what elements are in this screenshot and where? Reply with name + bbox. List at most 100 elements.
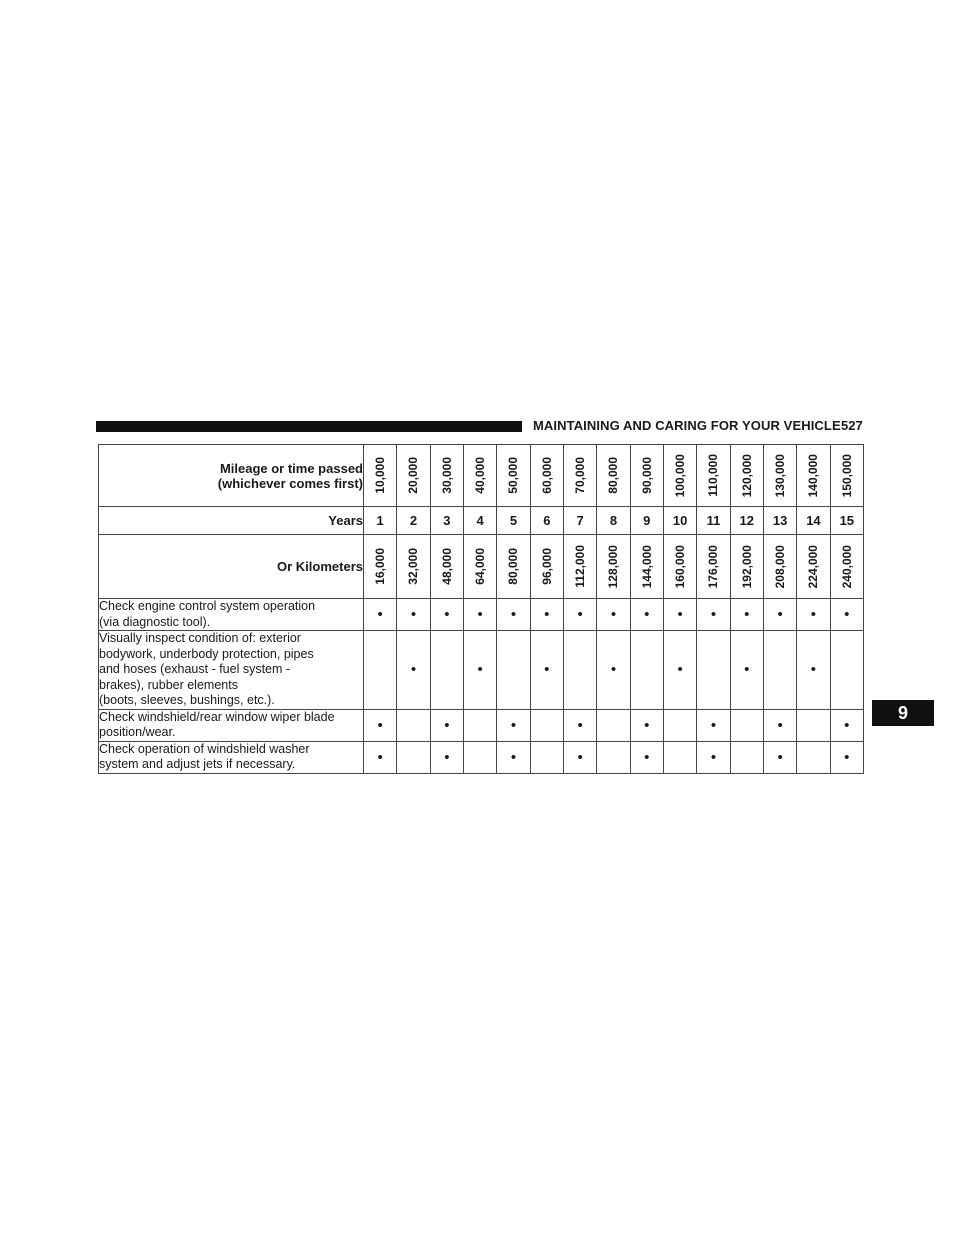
mileage-value: 90,000 [639, 457, 654, 494]
mileage-value: 20,000 [406, 457, 421, 494]
mileage-cell: 90,000 [629, 444, 664, 507]
mileage-value: 30,000 [439, 457, 454, 494]
kilometers-cell: 160,000 [662, 534, 698, 599]
year-value: 3 [429, 506, 464, 535]
mileage-cell: 20,000 [396, 444, 431, 507]
kilometers-value: 96,000 [539, 548, 554, 585]
task-description-line: position/wear. [99, 725, 176, 739]
mileage-cell: 60,000 [529, 444, 564, 507]
kilometers-cell: 112,000 [562, 534, 598, 599]
section-title: MAINTAINING AND CARING FOR YOUR VEHICLE [533, 418, 841, 433]
empty-cell [496, 630, 531, 710]
service-dot: • [829, 708, 865, 742]
year-value: 2 [396, 506, 431, 535]
mileage-cell: 130,000 [762, 444, 798, 507]
service-dot: • [696, 598, 731, 631]
empty-cell [429, 630, 464, 710]
kilometers-cell: 80,000 [496, 534, 531, 599]
service-dot: • [496, 740, 531, 774]
mileage-cell: 40,000 [462, 444, 498, 507]
mileage-value: 60,000 [539, 457, 554, 494]
kilometers-value: 160,000 [673, 544, 688, 589]
task-description-line: Check operation of windshield washer [99, 741, 310, 756]
service-dot: • [362, 708, 398, 742]
kilometers-label: Or Kilometers [98, 534, 364, 599]
service-dot: • [529, 598, 564, 631]
year-value: 7 [562, 506, 598, 535]
task-description: Check engine control system operation(vi… [98, 598, 364, 631]
empty-cell [396, 740, 431, 774]
year-value: 11 [696, 506, 731, 535]
mileage-cell: 30,000 [429, 444, 464, 507]
task-description-line: Visually inspect condition of: exterior [99, 631, 301, 645]
mileage-value: 150,000 [839, 453, 854, 498]
kilometers-value: 240,000 [839, 544, 854, 589]
empty-cell [662, 740, 698, 774]
mileage-cell: 120,000 [729, 444, 764, 507]
task-description-line: bodywork, underbody protection, pipes [99, 646, 314, 661]
chapter-tab: 9 [872, 700, 934, 726]
mileage-cell: 140,000 [796, 444, 831, 507]
kilometers-value: 192,000 [739, 544, 754, 589]
service-dot: • [629, 740, 664, 774]
task-description: Check windshield/rear window wiper blade… [98, 708, 364, 742]
service-dot: • [396, 598, 431, 631]
empty-cell [729, 708, 764, 742]
empty-cell [629, 630, 664, 710]
service-dot: • [829, 740, 865, 774]
kilometers-cell: 64,000 [462, 534, 498, 599]
service-dot: • [562, 740, 598, 774]
service-dot: • [362, 598, 398, 631]
mileage-cell: 150,000 [829, 444, 865, 507]
year-value: 12 [729, 506, 764, 535]
task-description-line: brakes), rubber elements [99, 677, 238, 692]
mileage-label: Mileage or time passed(whichever comes f… [98, 444, 364, 507]
task-description-line: (boots, sleeves, bushings, etc.). [99, 693, 275, 707]
kilometers-value: 144,000 [639, 544, 654, 589]
service-dot: • [596, 598, 631, 631]
kilometers-cell: 208,000 [762, 534, 798, 599]
service-dot: • [462, 598, 498, 631]
mileage-cell: 10,000 [362, 444, 398, 507]
empty-cell [596, 708, 631, 742]
service-dot: • [762, 740, 798, 774]
year-value: 15 [829, 506, 865, 535]
empty-cell [796, 708, 831, 742]
empty-cell [562, 630, 598, 710]
mileage-cell: 70,000 [562, 444, 598, 507]
service-dot: • [829, 598, 865, 631]
service-dot: • [796, 598, 831, 631]
year-value: 9 [629, 506, 664, 535]
mileage-cell: 100,000 [662, 444, 698, 507]
service-dot: • [596, 630, 631, 710]
kilometers-value: 16,000 [373, 548, 388, 585]
service-dot: • [696, 708, 731, 742]
mileage-value: 100,000 [673, 453, 688, 498]
service-dot: • [562, 598, 598, 631]
kilometers-value: 64,000 [473, 548, 488, 585]
empty-cell [529, 740, 564, 774]
empty-cell [596, 740, 631, 774]
service-dot: • [729, 598, 764, 631]
task-row: Check windshield/rear window wiper blade… [98, 708, 865, 742]
year-value: 10 [662, 506, 698, 535]
mileage-row: Mileage or time passed(whichever comes f… [98, 444, 865, 507]
service-dot: • [796, 630, 831, 710]
mileage-value: 40,000 [473, 457, 488, 494]
service-dot: • [362, 740, 398, 774]
service-dot: • [762, 598, 798, 631]
year-value: 4 [462, 506, 498, 535]
kilometers-cell: 128,000 [596, 534, 631, 599]
task-description-line: (via diagnostic tool). [99, 614, 211, 629]
empty-cell [696, 630, 731, 710]
kilometers-value: 80,000 [506, 548, 521, 585]
mileage-cell: 50,000 [496, 444, 531, 507]
service-dot: • [496, 598, 531, 631]
kilometers-value: 112,000 [573, 545, 588, 588]
year-value: 1 [362, 506, 398, 535]
